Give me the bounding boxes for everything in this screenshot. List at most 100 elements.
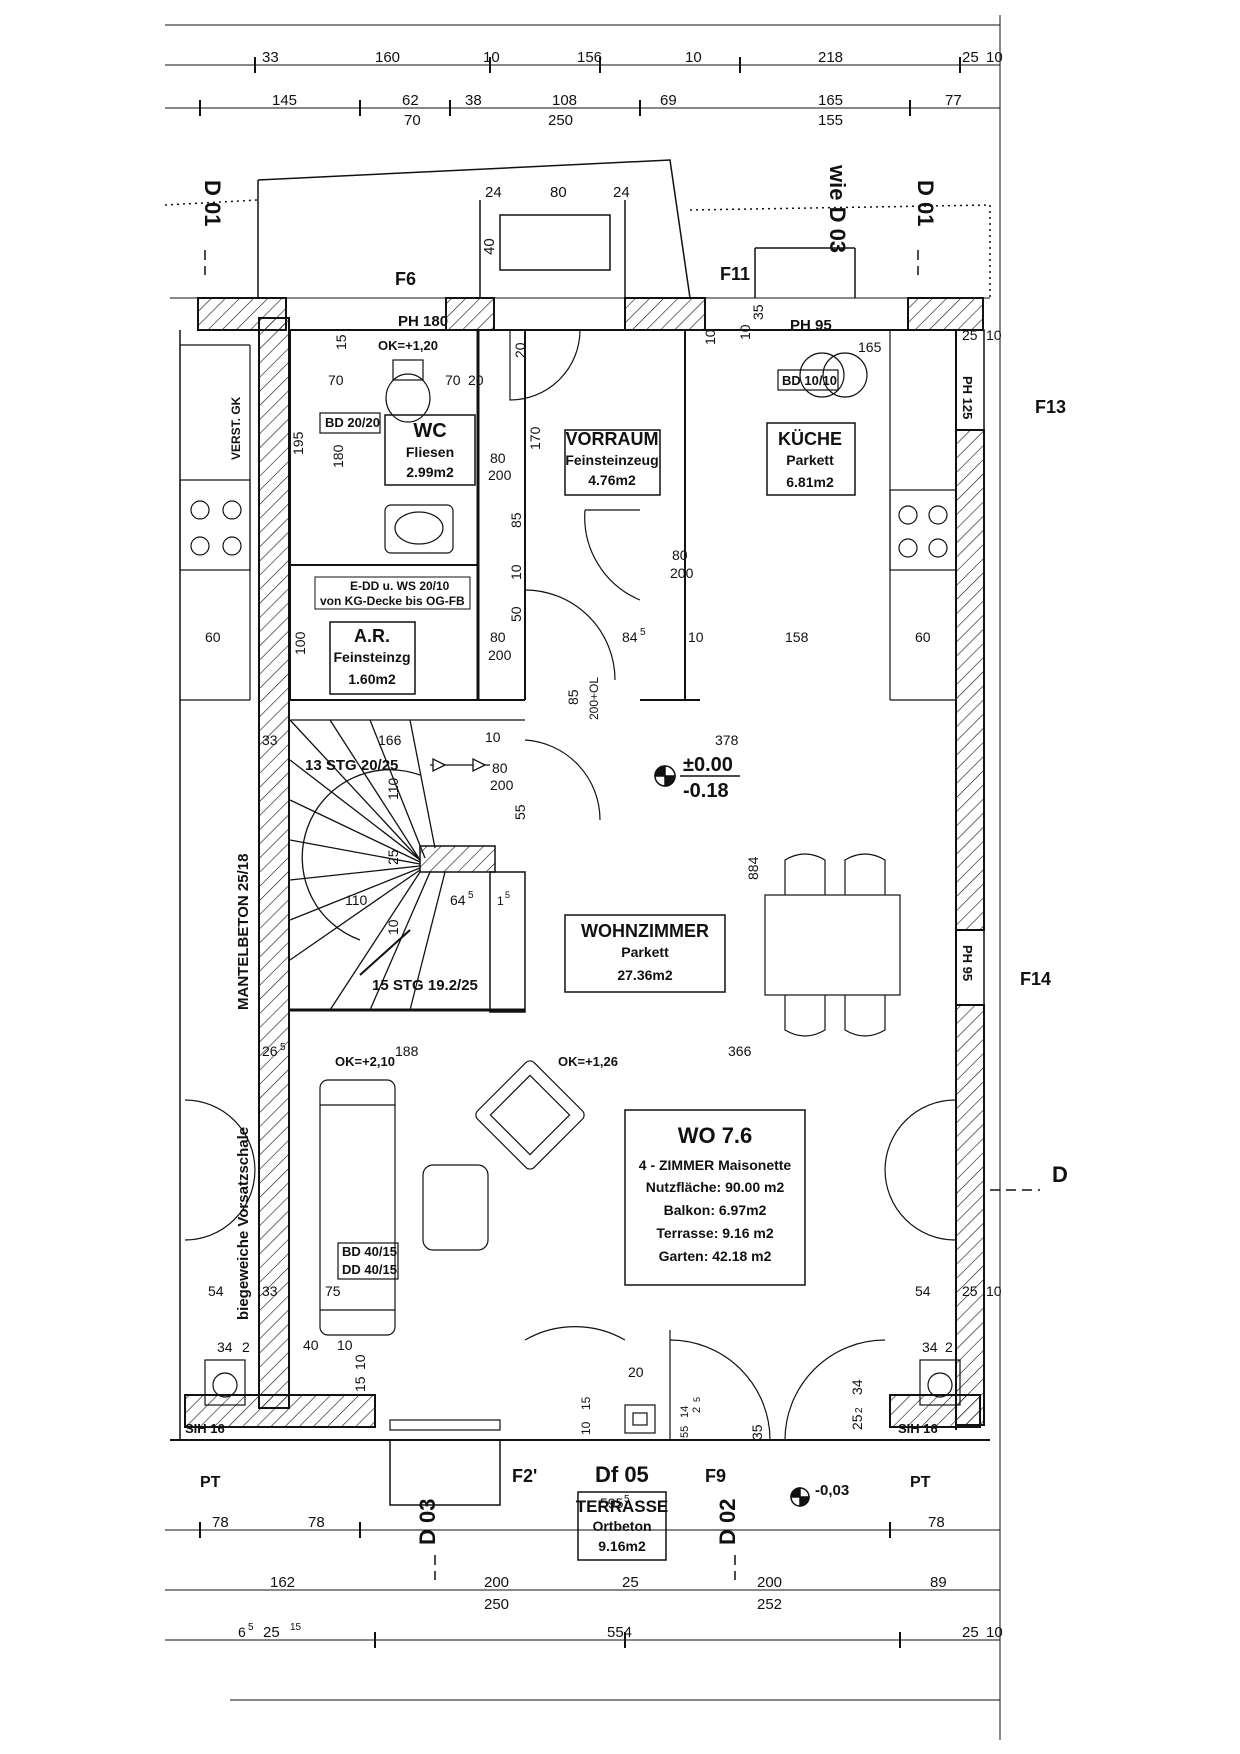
dim: 24 xyxy=(613,184,630,201)
dim: 25 xyxy=(962,1283,978,1299)
window-f13: F13 xyxy=(1035,397,1066,417)
armchair-icon xyxy=(475,1060,585,1170)
sih16-left: SIH 16 xyxy=(185,1421,225,1436)
dim: 250 xyxy=(548,112,573,129)
dim: 10 xyxy=(737,324,753,340)
room-floor: Feinsteinzg xyxy=(333,649,410,665)
unit-summary-box xyxy=(624,1109,806,1286)
sofa-icon xyxy=(319,1079,396,1336)
window-f6: F6 xyxy=(395,269,416,289)
dim: 158 xyxy=(785,629,809,645)
dim: 2 xyxy=(854,1407,865,1413)
axis-d03: D 03 xyxy=(415,1499,440,1545)
dim: 100 xyxy=(292,631,308,655)
room-floor: Fliesen xyxy=(406,444,454,460)
room-floor: Parkett xyxy=(621,944,669,960)
bd-4015: BD 40/15 xyxy=(342,1244,397,1259)
dim: 78 xyxy=(928,1514,945,1531)
dim: 10 xyxy=(986,49,1003,66)
room-name: VORRAUM xyxy=(566,429,659,449)
room-vorraum: VORRAUM Feinsteinzeug 4.76m2 xyxy=(565,429,658,488)
dim: 10 xyxy=(352,1354,368,1370)
dim: 200 xyxy=(484,1574,509,1591)
room-name: KÜCHE xyxy=(778,429,842,449)
dim: 64 xyxy=(450,892,466,908)
room-ar-frame xyxy=(329,621,416,695)
dim: 10 xyxy=(508,564,524,580)
room-terrasse-frame xyxy=(577,1491,667,1561)
dim: 10 xyxy=(688,629,704,645)
dim: 2 xyxy=(945,1339,953,1355)
room-name: TERRASSE xyxy=(576,1497,669,1516)
unit-terrasse: Terrasse: 9.16 m2 xyxy=(656,1225,773,1241)
note-edd-1: E-DD u. WS 20/10 xyxy=(350,579,450,593)
entry-canopy xyxy=(257,159,856,299)
unit-garten: Garten: 42.18 m2 xyxy=(659,1248,772,1264)
dim: 80 xyxy=(672,547,688,563)
axis-d: D xyxy=(1052,1162,1068,1187)
level-labels: ±0.00 -0.18 -0,03 xyxy=(683,754,849,1499)
dim: 78 xyxy=(212,1514,229,1531)
room-name: WC xyxy=(413,420,446,442)
dim: 26 xyxy=(262,1043,278,1059)
dim: 25 xyxy=(263,1624,280,1641)
walls xyxy=(170,297,990,1441)
dim: 378 xyxy=(715,732,739,748)
doors xyxy=(184,329,956,1441)
dim: 70 xyxy=(328,372,344,388)
window-frames xyxy=(389,329,985,1506)
room-terrasse: TERRASSE Ortbeton 9.16m2 xyxy=(576,1497,669,1554)
room-wohnzimmer: WOHNZIMMER Parkett 27.36m2 xyxy=(581,921,709,983)
dim: 5 xyxy=(468,890,474,901)
dim: 200+OL xyxy=(587,677,601,720)
dim: 69 xyxy=(660,92,677,109)
dim: 40 xyxy=(303,1337,319,1353)
room-area: 4.76m2 xyxy=(588,472,636,488)
top-dimensions: 33 160 10 156 10 218 25 10 145 62 38 108… xyxy=(262,49,1003,129)
note-mantelbeton: MANTELBETON 25/18 xyxy=(235,854,252,1010)
dim: 35 xyxy=(749,1424,765,1440)
dd-4015: DD 40/15 xyxy=(342,1262,397,1277)
room-area: 27.36m2 xyxy=(617,967,672,983)
unit-type: 4 - ZIMMER Maisonette xyxy=(639,1157,792,1173)
dim: 1 xyxy=(497,894,504,908)
dim: 145 xyxy=(272,92,297,109)
note-vorsatzschale: biegeweiche Vorsatzschale xyxy=(235,1127,252,1320)
dim: 252 xyxy=(757,1596,782,1613)
parapet-ph95-top: PH 95 xyxy=(790,317,832,334)
dim: 54 xyxy=(915,1283,931,1299)
dim: 162 xyxy=(270,1574,295,1591)
unit-title: WO 7.6 xyxy=(678,1123,753,1148)
dim: 10 xyxy=(337,1337,353,1353)
dim: 25 xyxy=(849,1414,865,1430)
axis-d01-right: D 01 xyxy=(913,180,938,226)
dim: 33 xyxy=(262,1283,278,1299)
ok-126: OK=+1,26 xyxy=(558,1054,618,1069)
dim: 554 xyxy=(607,1624,632,1641)
level-markers xyxy=(654,765,810,1507)
dim: 5 xyxy=(505,890,510,900)
ok-120: OK=+1,20 xyxy=(378,338,438,353)
entry-dimensions: 24 80 24 40 xyxy=(481,184,630,255)
dim: 78 xyxy=(308,1514,325,1531)
dim: 366 xyxy=(728,1043,752,1059)
dim: 75 xyxy=(325,1283,341,1299)
dim: 77 xyxy=(945,92,962,109)
note-verst-gk: VERST. GK xyxy=(229,396,243,460)
dim: 595 xyxy=(600,1495,624,1511)
dim: 108 xyxy=(552,92,577,109)
room-vorraum-frame xyxy=(564,429,661,496)
stair-dimensions: 33 166 378 10 80 200 55 85 200+OL 110 25… xyxy=(262,677,761,935)
parapet-labels: PH 180 PH 95 PH 125 PH 95 OK=+1,20 OK=+2… xyxy=(185,313,975,1436)
pt-left: PT xyxy=(200,1474,221,1491)
dim: 2 xyxy=(691,1407,703,1413)
level-terrace: -0,03 xyxy=(815,1482,849,1499)
room-floor: Ortbeton xyxy=(592,1518,651,1534)
dim: 15 xyxy=(290,1622,302,1633)
dim: 55 xyxy=(679,1426,691,1438)
bd-2020: BD 20/20 xyxy=(325,415,380,430)
dim: 10 xyxy=(385,919,401,935)
axis-df05: Df 05 xyxy=(595,1462,649,1487)
dim: 20 xyxy=(628,1364,644,1380)
